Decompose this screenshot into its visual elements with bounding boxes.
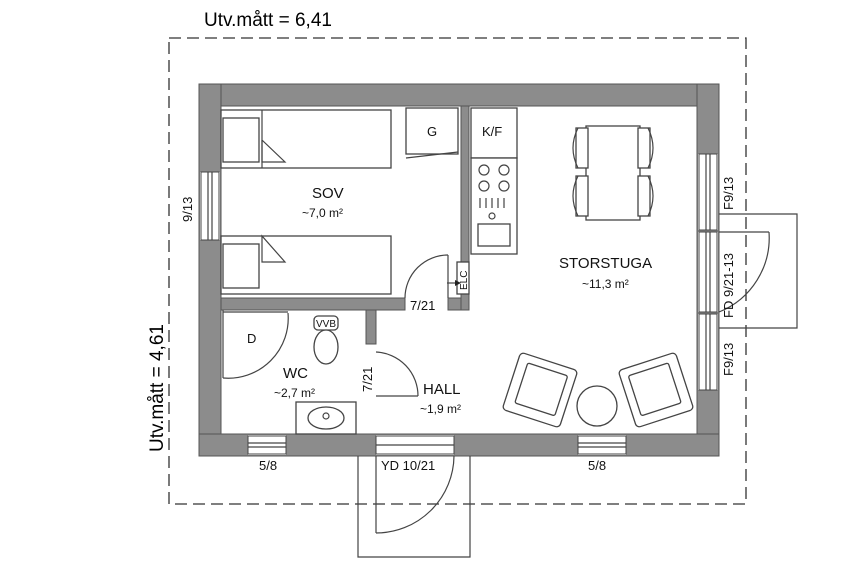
cabinet-g (405, 107, 459, 159)
label-elc: ELC (459, 271, 470, 290)
interior-walls (220, 105, 470, 345)
label-front-door: YD 10/21 (381, 458, 435, 473)
room-name-hall: HALL (423, 381, 461, 398)
door-sov (404, 254, 449, 299)
side-table (576, 385, 618, 427)
label-window-sov: 9/13 (180, 197, 195, 222)
room-area-sov: ~7,0 m² (302, 206, 343, 220)
window-sov (200, 171, 220, 241)
fridge-freezer (470, 107, 518, 159)
label-door-sov: 7/21 (410, 298, 435, 313)
label-kf: K/F (482, 124, 502, 139)
label-d: D (247, 331, 256, 346)
label-window-east-bottom: F9/13 (721, 343, 736, 376)
label-window-wc: 5/8 (259, 458, 277, 473)
width-dimension-label: Utv.mått = 6,41 (204, 10, 332, 31)
room-name-sov: SOV (312, 185, 344, 202)
label-vvb: VVB (316, 319, 336, 330)
front-door (357, 435, 471, 558)
room-name-storstuga: STORSTUGA (559, 255, 652, 272)
kitchenette (470, 157, 518, 255)
armchair-right (618, 352, 694, 428)
patio-door (698, 213, 798, 329)
window-south (577, 435, 627, 455)
dining-table (572, 125, 654, 221)
label-g: G (427, 124, 437, 139)
outline-dimension-frame (168, 37, 747, 505)
label-patio-door: FD 9/21-13 (721, 253, 736, 318)
room-area-hall: ~1,9 m² (420, 402, 461, 416)
window-east-top (698, 153, 718, 231)
room-name-wc: WC (283, 365, 308, 382)
bed-top (220, 109, 392, 169)
door-wc (375, 351, 419, 397)
wardrobe-d (222, 310, 289, 379)
label-door-wc: 7/21 (360, 367, 375, 392)
room-area-wc: ~2,7 m² (274, 386, 315, 400)
armchair-left (502, 352, 578, 428)
label-window-south: 5/8 (588, 458, 606, 473)
label-window-east-top: F9/13 (721, 177, 736, 210)
bed-bottom (220, 234, 392, 295)
toilet (313, 315, 339, 365)
window-wc (247, 435, 287, 455)
depth-dimension-label: Utv.mått = 4,61 (147, 324, 168, 452)
wash-basin (295, 401, 357, 435)
electric-central (447, 261, 470, 295)
window-east-bottom (698, 313, 718, 391)
room-area-storstuga: ~11,3 m² (582, 277, 629, 291)
